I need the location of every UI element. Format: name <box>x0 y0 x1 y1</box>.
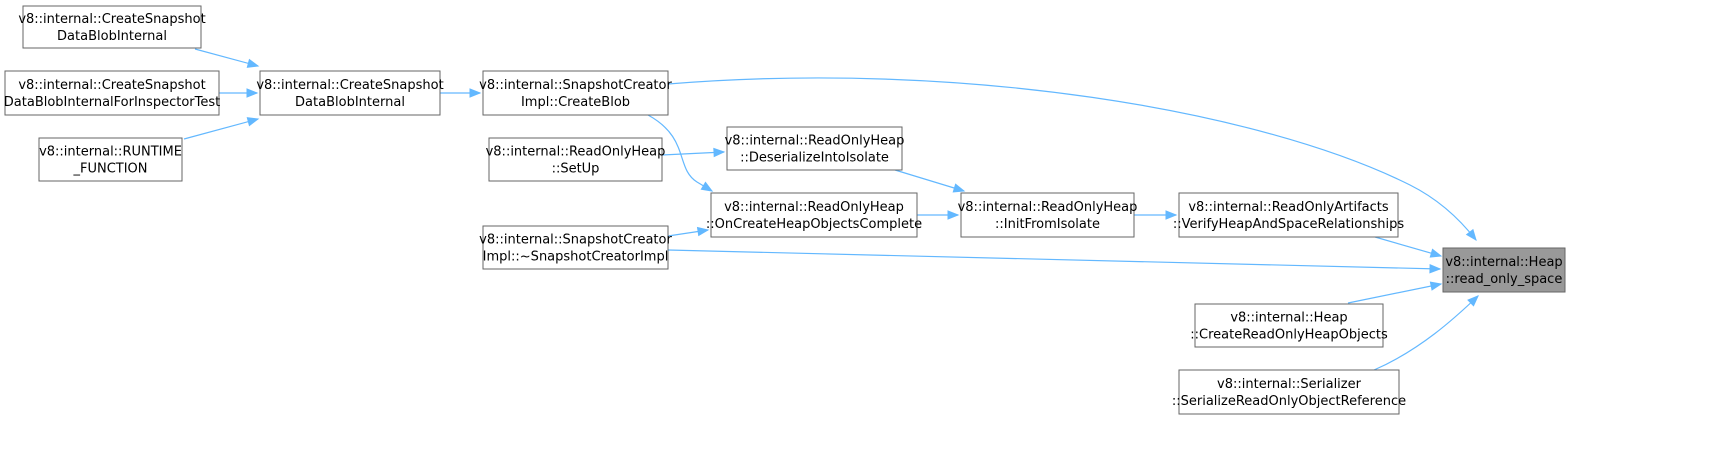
node-box <box>726 126 903 171</box>
node-label-line: v8::internal::ReadOnlyHeap <box>725 134 905 149</box>
node-box <box>4 70 220 116</box>
graph-node-n13[interactable]: v8::internal::Serializer::SerializeReadO… <box>1172 369 1406 415</box>
node-label-line: DataBlobInternal <box>57 29 167 44</box>
edge-n12-n14-arrowhead <box>1429 281 1443 291</box>
edge-n5-n14-arrowhead <box>1465 228 1477 242</box>
graph-node-n12[interactable]: v8::internal::Heap::CreateReadOnlyHeapOb… <box>1190 303 1388 348</box>
edge-n1-n4-arrowhead <box>246 58 260 68</box>
node-box <box>488 137 663 182</box>
graph-node-n5[interactable]: v8::internal::SnapshotCreatorImpl::Creat… <box>479 70 672 116</box>
edge-n2-n4-arrowhead <box>246 88 259 98</box>
edges-layer <box>183 48 1479 371</box>
graph-node-n10[interactable]: v8::internal::ReadOnlyHeap::InitFromIsol… <box>958 192 1138 238</box>
node-label-line: v8::internal::Heap <box>1230 311 1347 326</box>
node-label-line: v8::internal::CreateSnapshot <box>256 78 443 93</box>
node-label-line: v8::internal::ReadOnlyHeap <box>958 200 1138 215</box>
edge-n13-n14-arrowhead <box>1467 295 1479 307</box>
graph-node-n9[interactable]: v8::internal::SnapshotCreatorImpl::~Snap… <box>479 225 672 270</box>
node-label-line: v8::internal::ReadOnlyArtifacts <box>1188 200 1389 215</box>
edge-n7-n10-arrowhead <box>952 183 966 193</box>
node-label-line: ::SetUp <box>552 162 600 177</box>
graph-node-n3[interactable]: v8::internal::RUNTIME_FUNCTION <box>38 137 183 182</box>
edge-n2-n4 <box>219 88 259 98</box>
edge-n4-n5 <box>440 88 482 98</box>
edge-n11-n14-arrowhead <box>1429 248 1443 258</box>
node-box <box>1178 369 1400 415</box>
node-label-line: _FUNCTION <box>72 162 147 177</box>
edge-n9-n14 <box>667 249 1442 274</box>
edge-line-n1-n4 <box>194 48 259 67</box>
edge-n1-n4 <box>194 48 260 68</box>
node-label-line: v8::internal::SnapshotCreator <box>479 78 672 93</box>
edge-line-n9-n14 <box>667 249 1441 270</box>
edge-n10-n11-arrowhead <box>1165 210 1178 220</box>
edge-line-n12-n14 <box>1347 283 1442 304</box>
edge-n6-n7-arrowhead <box>713 147 726 158</box>
node-label-line: ::InitFromIsolate <box>995 217 1100 232</box>
node-label-line: ::CreateReadOnlyHeapObjects <box>1190 328 1388 343</box>
graph-node-n6[interactable]: v8::internal::ReadOnlyHeap::SetUp <box>486 137 666 182</box>
edge-n9-n8 <box>667 226 710 237</box>
edge-n4-n5-arrowhead <box>469 88 482 98</box>
node-label-line: v8::internal::ReadOnlyHeap <box>724 200 904 215</box>
edge-line-n3-n4 <box>183 118 259 140</box>
node-box <box>1194 303 1384 348</box>
node-label-line: DataBlobInternalForInspectorTest <box>4 95 220 110</box>
edge-n7-n10 <box>894 169 966 193</box>
edge-n5-n8 <box>647 114 714 192</box>
edge-n8-n10-arrowhead <box>947 210 960 220</box>
edge-n11-n14 <box>1374 236 1443 258</box>
graph-node-n11[interactable]: v8::internal::ReadOnlyArtifacts::VerifyH… <box>1173 192 1404 238</box>
node-box <box>710 192 918 238</box>
edge-line-n7-n10 <box>894 169 965 192</box>
node-label-line: v8::internal::RUNTIME <box>39 145 182 160</box>
node-box <box>38 137 183 182</box>
nodes-layer: v8::internal::CreateSnapshotDataBlobInte… <box>4 5 1566 415</box>
node-label-line: v8::internal::Heap <box>1445 255 1562 270</box>
node-box <box>1442 247 1566 293</box>
graph-node-n4[interactable]: v8::internal::CreateSnapshotDataBlobInte… <box>256 70 444 116</box>
graph-node-n14[interactable]: v8::internal::Heap::read_only_space <box>1442 247 1566 293</box>
node-box <box>259 70 441 116</box>
edge-n5-n8-arrowhead <box>700 181 714 192</box>
node-label-line: ::SerializeReadOnlyObjectReference <box>1172 394 1406 409</box>
node-label-line: ::VerifyHeapAndSpaceRelationships <box>1173 217 1404 232</box>
node-label-line: v8::internal::CreateSnapshot <box>18 12 205 27</box>
edge-n5-n14 <box>667 77 1477 242</box>
node-box <box>482 225 669 270</box>
graph-node-n2[interactable]: v8::internal::CreateSnapshotDataBlobInte… <box>4 70 220 116</box>
edge-n13-n14 <box>1373 295 1479 371</box>
edge-n12-n14 <box>1347 281 1443 304</box>
node-label-line: v8::internal::ReadOnlyHeap <box>486 145 666 160</box>
node-label-line: DataBlobInternal <box>295 95 405 110</box>
edge-line-n13-n14 <box>1373 295 1479 371</box>
edge-line-n5-n14 <box>667 77 1477 241</box>
node-label-line: v8::internal::CreateSnapshot <box>18 78 205 93</box>
edge-line-n11-n14 <box>1374 236 1442 257</box>
edge-n10-n11 <box>1134 210 1178 220</box>
node-label-line: ::DeserializeIntoIsolate <box>740 151 889 166</box>
node-label-line: ::OnCreateHeapObjectsComplete <box>706 217 922 232</box>
edge-n9-n8-arrowhead <box>696 226 710 237</box>
node-label-line: Impl::CreateBlob <box>521 95 630 110</box>
node-box <box>1178 192 1399 238</box>
node-box <box>22 5 202 49</box>
node-label-line: v8::internal::Serializer <box>1217 377 1362 392</box>
edge-n3-n4-arrowhead <box>246 117 260 127</box>
edge-n9-n14-arrowhead <box>1429 264 1442 274</box>
graph-node-n8[interactable]: v8::internal::ReadOnlyHeap::OnCreateHeap… <box>706 192 922 238</box>
node-label-line: ::read_only_space <box>1446 272 1563 287</box>
edge-n8-n10 <box>917 210 960 220</box>
node-label-line: v8::internal::SnapshotCreator <box>479 233 672 248</box>
node-label-line: Impl::~SnapshotCreatorImpl <box>483 250 669 265</box>
node-box <box>960 192 1135 238</box>
edge-n6-n7 <box>661 147 726 158</box>
graph-node-n1[interactable]: v8::internal::CreateSnapshotDataBlobInte… <box>18 5 206 49</box>
graph-node-n7[interactable]: v8::internal::ReadOnlyHeap::DeserializeI… <box>725 126 905 171</box>
node-box <box>482 70 669 116</box>
edge-n3-n4 <box>183 117 260 140</box>
